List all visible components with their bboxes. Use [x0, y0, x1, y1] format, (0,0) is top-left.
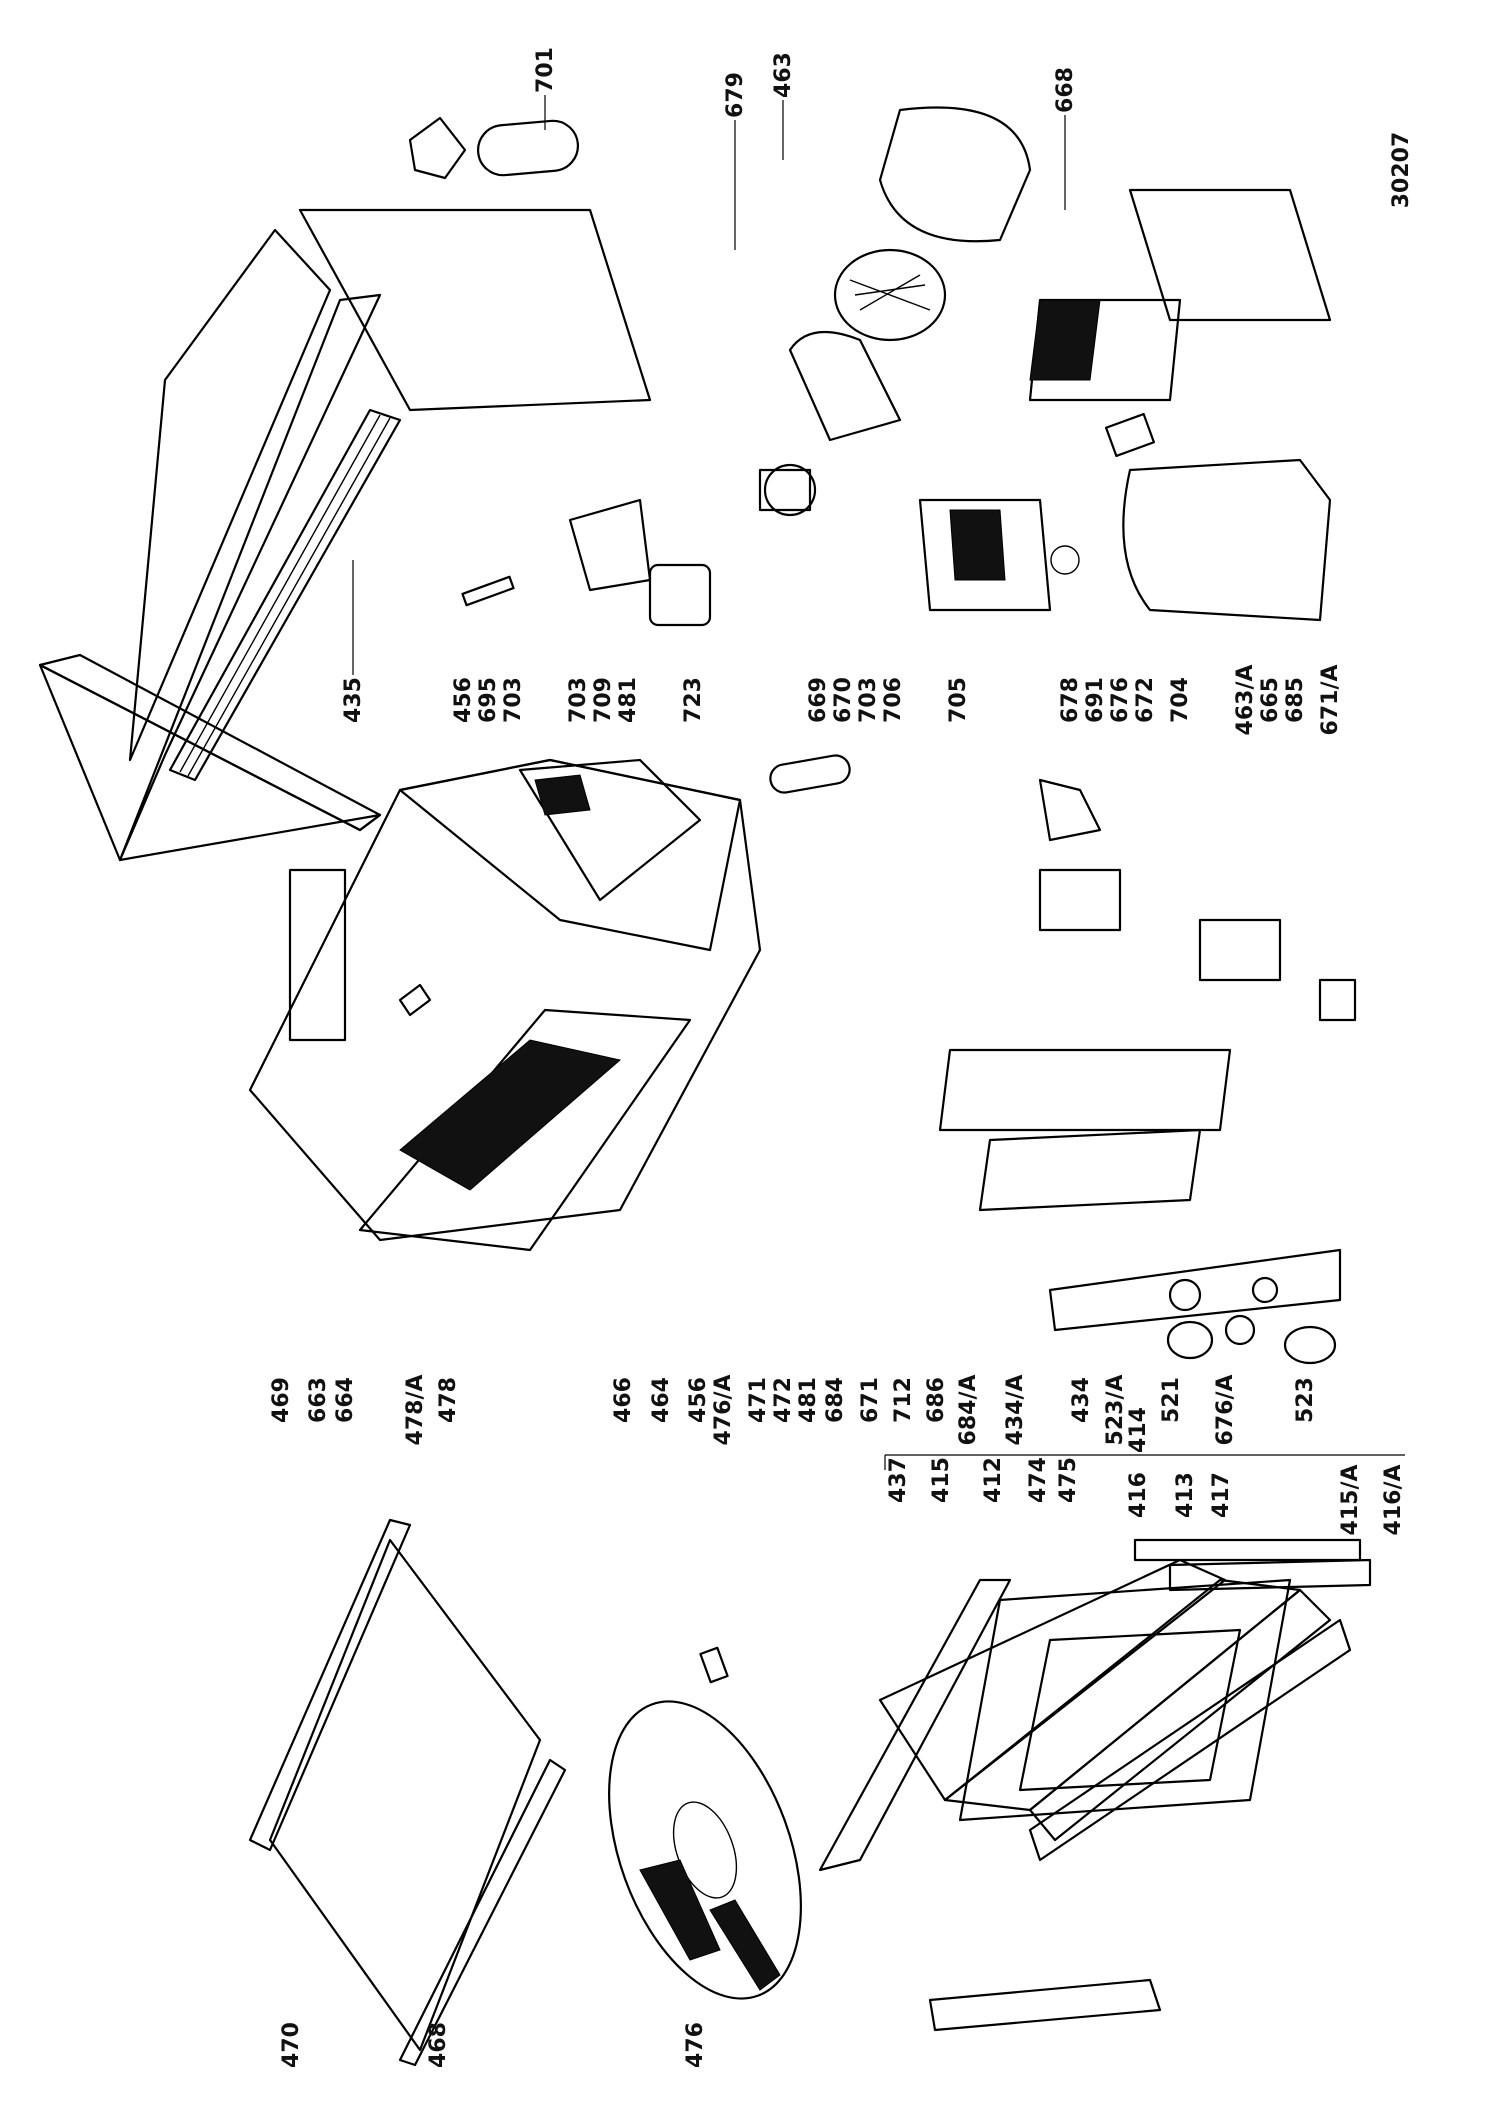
control-board: [938, 778, 1357, 1212]
label-437: 437: [886, 1457, 911, 1503]
label-463: 463: [771, 52, 796, 98]
control-panel-434: [1048, 1248, 1342, 1332]
label-679: 679: [723, 72, 748, 118]
label-676a: 676/A: [1213, 1375, 1238, 1446]
part-labels: 701 679 463 668 435 456 695 703 703 709 …: [269, 47, 1406, 2068]
label-470: 470: [279, 2022, 304, 2068]
label-523a: 523/A: [1103, 1375, 1128, 1446]
glass-tray-frame: [248, 1518, 567, 2067]
label-701: 701: [533, 47, 558, 93]
label-472: 472: [771, 1377, 796, 1423]
bracket-703-709: [461, 498, 712, 627]
label-413: 413: [1173, 1472, 1198, 1518]
label-469: 469: [269, 1377, 294, 1423]
label-521: 521: [1159, 1377, 1184, 1423]
label-704: 704: [1168, 677, 1193, 723]
label-471: 471: [746, 1377, 771, 1423]
label-703-b: 703: [566, 677, 591, 723]
drawing-number: 30207: [1389, 132, 1414, 209]
label-464: 464: [649, 1377, 674, 1423]
label-475: 475: [1056, 1457, 1081, 1503]
label-476: 476: [683, 2022, 708, 2068]
label-456b: 456: [686, 1377, 711, 1423]
capacitor-701: [408, 116, 580, 180]
label-684: 684: [823, 1377, 848, 1423]
label-703-c: 703: [856, 677, 881, 723]
label-435: 435: [341, 677, 366, 723]
label-434a: 434/A: [1003, 1375, 1028, 1446]
label-468: 468: [426, 2022, 451, 2068]
turntable-motor: [758, 463, 817, 517]
label-703-a: 703: [501, 677, 526, 723]
label-415: 415: [929, 1457, 954, 1503]
label-723: 723: [681, 677, 706, 723]
label-691: 691: [1083, 677, 1108, 723]
label-706: 706: [881, 677, 906, 723]
knobs: [1166, 1314, 1337, 1365]
label-456: 456: [451, 677, 476, 723]
label-481b: 481: [796, 1377, 821, 1423]
label-676: 676: [1108, 677, 1133, 723]
label-478: 478: [436, 1377, 461, 1423]
outer-case-panels: [38, 208, 652, 862]
label-664: 664: [333, 1377, 358, 1423]
label-671: 671: [858, 1377, 883, 1423]
label-712: 712: [891, 1377, 916, 1423]
transformer-668: [1028, 188, 1332, 402]
label-417: 417: [1209, 1472, 1234, 1518]
label-669: 669: [806, 677, 831, 723]
label-685: 685: [1283, 677, 1308, 723]
label-463a: 463/A: [1233, 665, 1258, 736]
label-474: 474: [1026, 1457, 1051, 1503]
label-695: 695: [476, 677, 501, 723]
waveguide-cover: [1104, 412, 1332, 622]
oven-cavity: [248, 758, 762, 1252]
turntable-476: [608, 1646, 802, 2000]
label-414: 414: [1126, 1407, 1151, 1453]
label-672: 672: [1133, 677, 1158, 723]
label-412: 412: [981, 1457, 1006, 1503]
label-665: 665: [1258, 677, 1283, 723]
label-478a: 478/A: [403, 1375, 428, 1446]
fan-housing: [788, 106, 1032, 442]
label-466: 466: [611, 1377, 636, 1423]
magnetron-705: [918, 498, 1080, 612]
door-assembly: [818, 1538, 1372, 2032]
label-481: 481: [616, 677, 641, 723]
label-670: 670: [831, 677, 856, 723]
label-686: 686: [924, 1377, 949, 1423]
label-709: 709: [591, 677, 616, 723]
label-705: 705: [946, 677, 971, 723]
label-523: 523: [1293, 1377, 1318, 1423]
label-671a: 671/A: [1318, 665, 1343, 736]
label-434: 434: [1069, 1377, 1094, 1423]
label-678: 678: [1058, 677, 1083, 723]
capacitor-669: [769, 754, 851, 794]
label-415a: 415/A: [1338, 1465, 1363, 1536]
label-416a: 416/A: [1381, 1465, 1406, 1536]
label-668: 668: [1053, 67, 1078, 113]
label-684a: 684/A: [956, 1375, 981, 1446]
label-663: 663: [306, 1377, 331, 1423]
label-476a: 476/A: [711, 1375, 736, 1446]
label-416: 416: [1126, 1472, 1151, 1518]
